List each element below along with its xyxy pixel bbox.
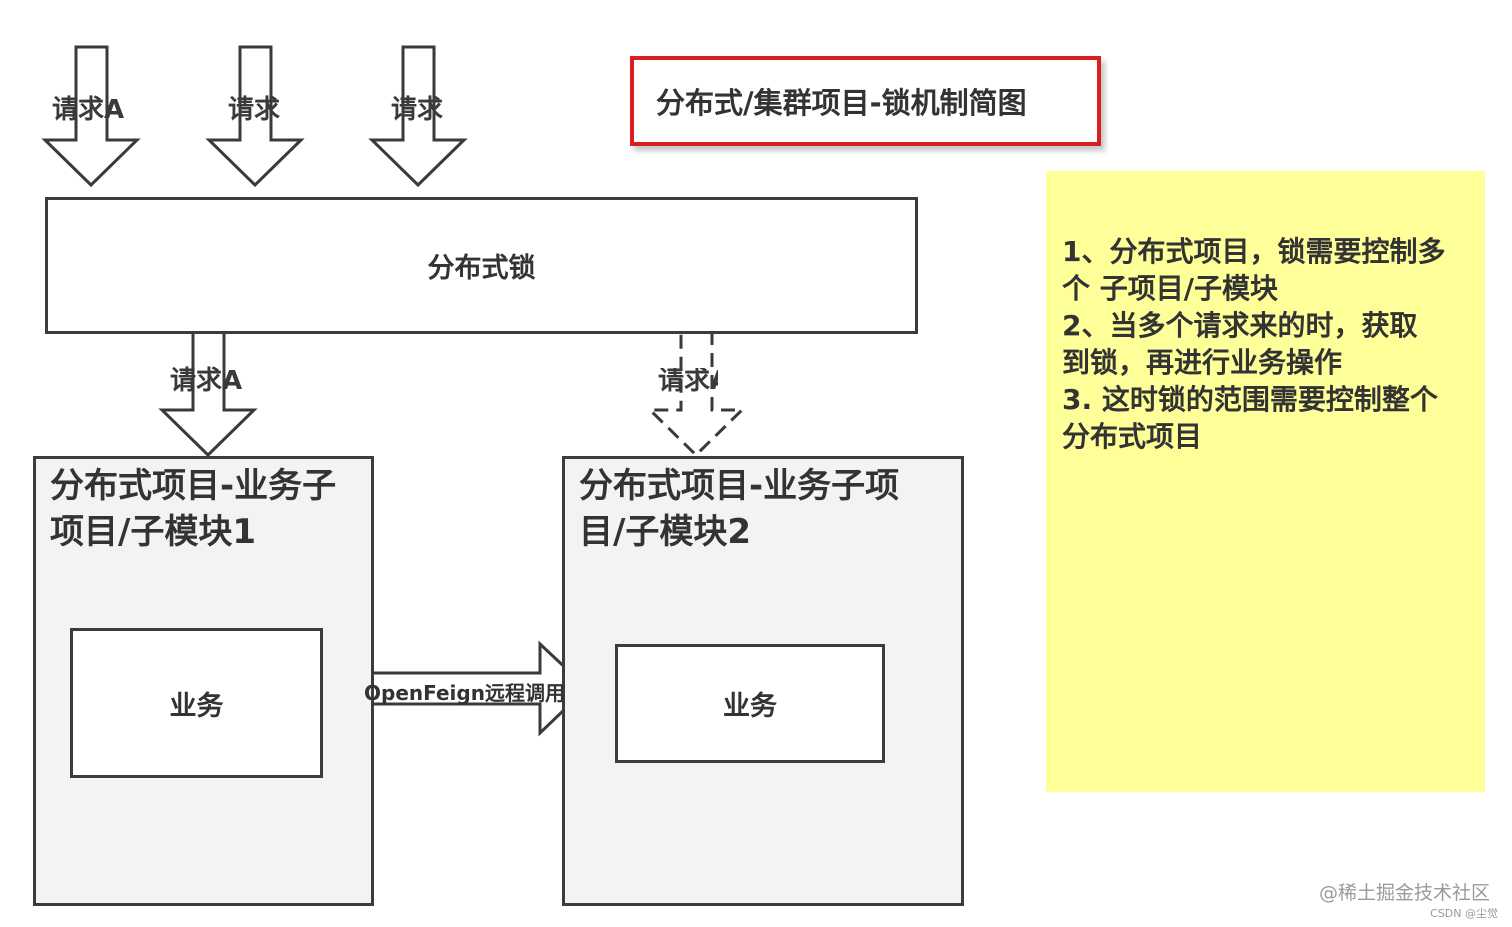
module-1-title-line2: 项目/子模块1 <box>50 512 257 552</box>
diagram-title: 分布式/集群项目-锁机制简图 <box>630 56 1101 146</box>
module-2-title: 分布式项目-业务子项 目/子模块2 <box>579 463 899 555</box>
request-label-2: 请求 <box>228 95 281 125</box>
openfeign-label: OpenFeign远程调用 <box>364 681 565 705</box>
request-arrow-3 <box>368 45 468 188</box>
module1-request-label: 请求A <box>170 366 243 396</box>
module-1-title: 分布式项目-业务子 项目/子模块1 <box>50 463 336 555</box>
module-2-title-line2: 目/子模块2 <box>579 512 752 552</box>
juejin-watermark: @稀土掘金技术社区 <box>1318 882 1490 904</box>
module-1-business-box: 业务 <box>70 628 323 778</box>
distributed-lock-label: 分布式锁 <box>427 253 536 284</box>
request-label-a: 请求A <box>52 95 125 125</box>
module-1: 分布式项目-业务子 项目/子模块1 业务 <box>33 456 374 906</box>
note-line-3: 2、当多个请求来的时，获取 <box>1062 309 1418 342</box>
distributed-lock-box: 分布式锁 <box>45 197 918 334</box>
module-1-business-label: 业务 <box>169 690 224 722</box>
module2-request-label: 请求A <box>658 368 718 394</box>
request-arrow-2 <box>205 45 305 188</box>
request-label-3: 请求 <box>391 95 444 125</box>
request-arrow-1 <box>41 45 141 188</box>
csdn-watermark: CSDN @尘觉 <box>1430 907 1498 920</box>
module-2-title-line1: 分布式项目-业务子项 <box>579 466 900 506</box>
note-line-5: 3. 这时锁的范围需要控制整个 <box>1062 383 1438 416</box>
module-1-title-line1: 分布式项目-业务子 <box>50 466 337 506</box>
module-2-business-box: 业务 <box>615 644 885 763</box>
note-line-6: 分布式项目 <box>1062 420 1203 453</box>
module-2: 分布式项目-业务子项 目/子模块2 业务 <box>562 456 964 906</box>
note-line-4: 到锁，再进行业务操作 <box>1062 346 1343 379</box>
note-line-2: 个 子项目/子模块 <box>1062 272 1278 305</box>
note-line-1: 1、分布式项目，锁需要控制多 <box>1062 235 1446 268</box>
explanation-note: 1、分布式项目，锁需要控制多 个 子项目/子模块 2、当多个请求来的时，获取 到… <box>1046 171 1485 792</box>
module-2-business-label: 业务 <box>723 691 777 722</box>
